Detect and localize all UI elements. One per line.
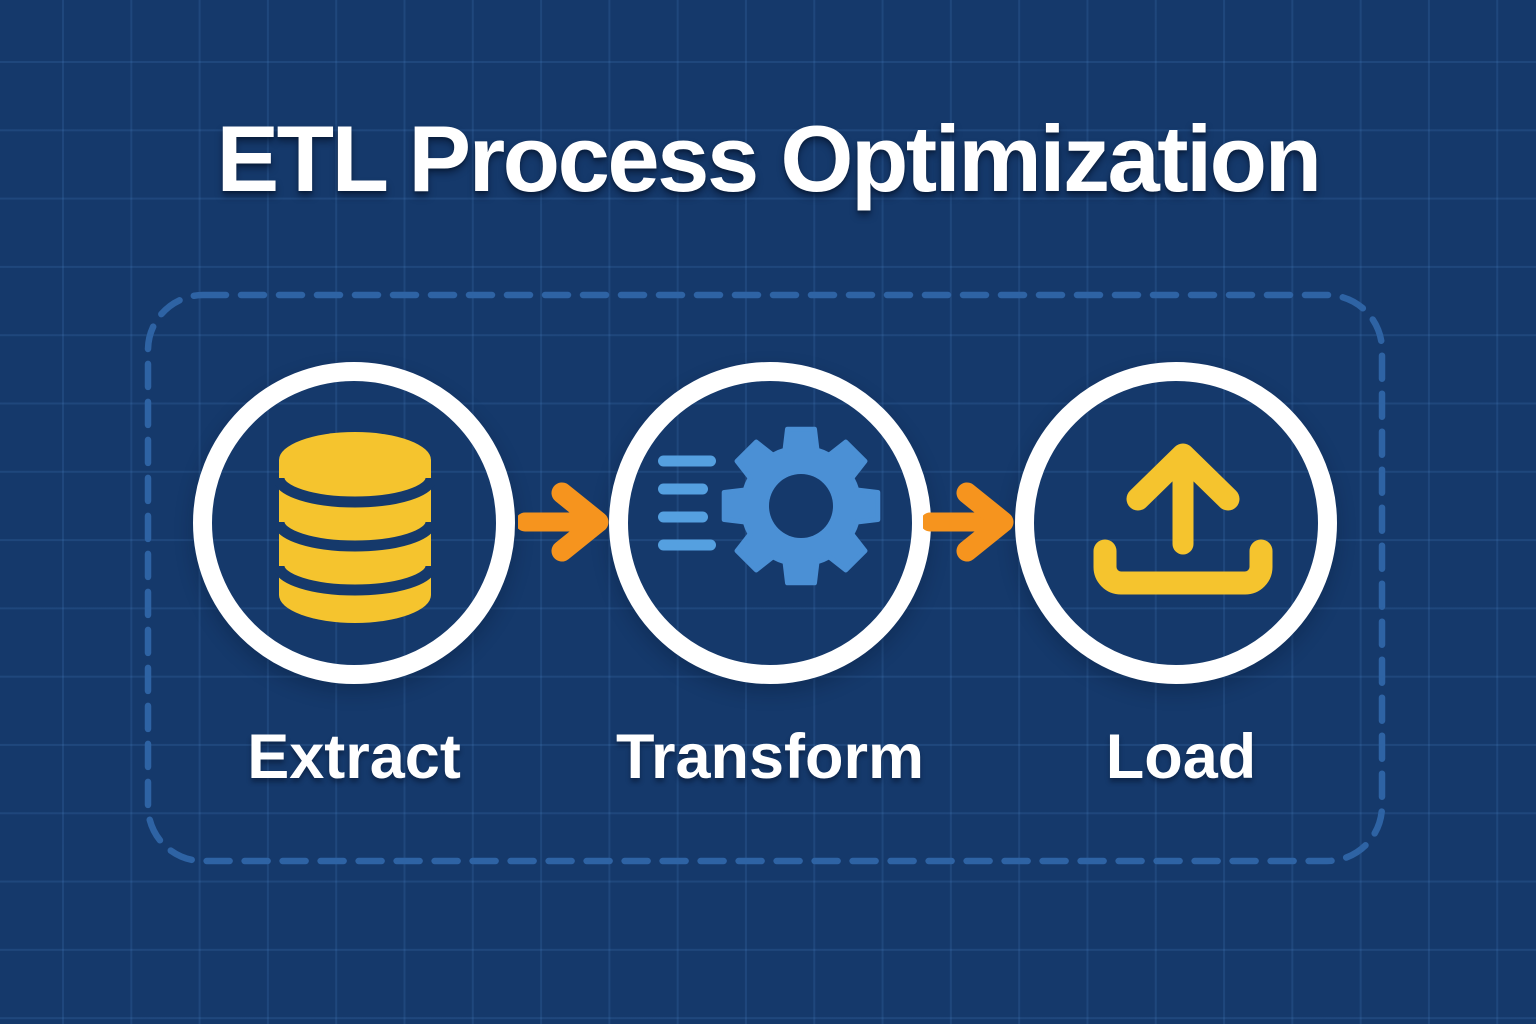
stage-circle-load — [1015, 362, 1337, 684]
arrow-head — [956, 482, 1014, 562]
stage-label-load: Load — [1105, 722, 1257, 792]
stage-circle-extract — [193, 362, 515, 684]
arrow-head — [551, 482, 609, 562]
stage-label-extract: Extract — [247, 722, 461, 792]
page-title: ETL Process Optimization — [216, 106, 1322, 211]
arrow-right-icon — [923, 482, 1014, 562]
stage-circle-transform — [609, 362, 931, 684]
stage-label-transform: Transform — [615, 722, 925, 792]
arrow-right-icon — [518, 482, 609, 562]
